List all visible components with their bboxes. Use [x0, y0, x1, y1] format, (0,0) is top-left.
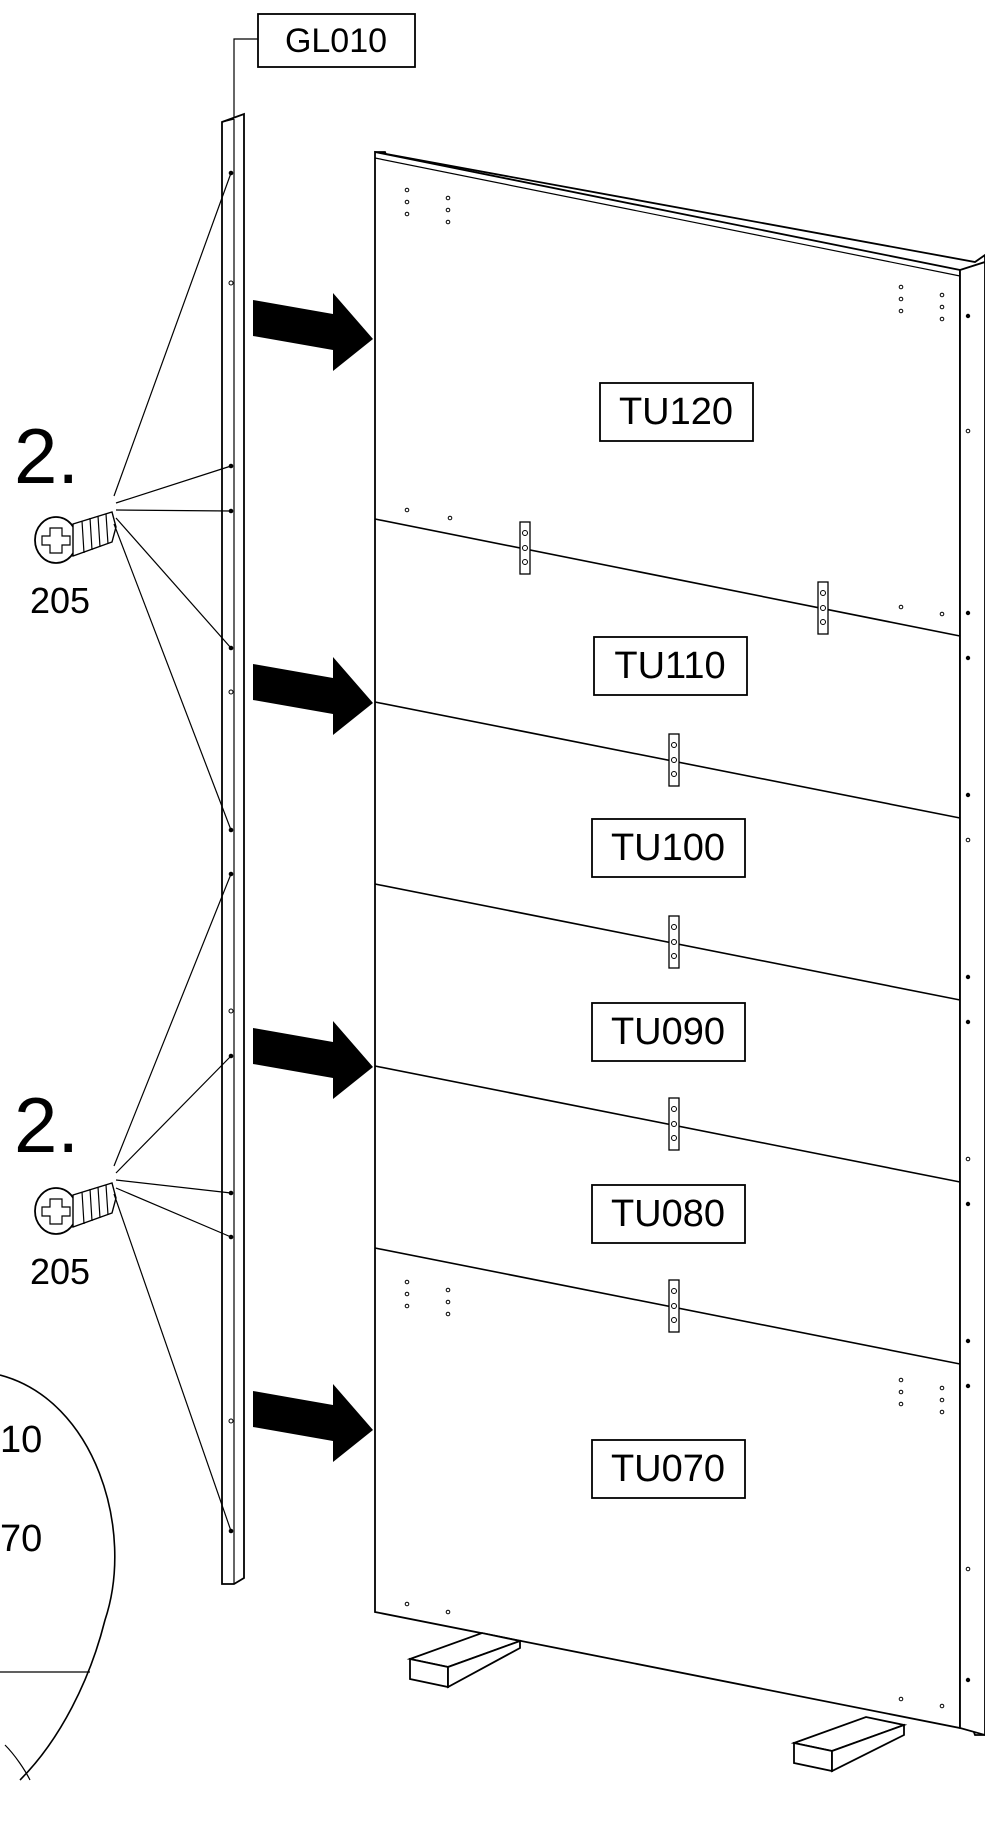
panel-label-text: TU120 [619, 391, 733, 433]
insert-arrows [253, 293, 373, 1462]
panel-label-text: TU080 [611, 1193, 725, 1235]
screw-step-1: 2. 205 [14, 172, 232, 831]
support-block-left [406, 1632, 524, 1689]
rail-gl010: GL010 [221, 13, 416, 1585]
panel-label-text: TU100 [611, 827, 725, 869]
panel-label-tu120: TU120 [599, 382, 754, 442]
panel-seams [374, 518, 961, 1365]
panel-holes [404, 187, 971, 1709]
step-1-leaders [113, 172, 232, 831]
detail-label-2: 70 [0, 1518, 42, 1560]
panel-label-text: TU110 [614, 645, 725, 687]
support-block-right [790, 1716, 908, 1773]
step-1-part: 205 [30, 580, 90, 621]
panel-label-tu090: TU090 [591, 1002, 746, 1062]
screw-icon [34, 511, 117, 564]
panel-assembly: TU120 TU110 TU100 TU090 TU080 TU070 [374, 150, 985, 1736]
step-2-count: 2. [14, 1081, 79, 1169]
panel-label-text: TU070 [611, 1448, 725, 1490]
panel-label-tu100: TU100 [591, 818, 746, 878]
rail-holes [228, 170, 234, 1534]
step-1-count: 2. [14, 412, 79, 500]
step-2-part: 205 [30, 1251, 90, 1292]
panel-label-text: TU090 [611, 1011, 725, 1053]
detail-callout: 10 70 [0, 1374, 116, 1781]
screw-icon [34, 1182, 117, 1235]
panel-label-tu110: TU110 [593, 636, 748, 696]
screw-step-2: 2. 205 [14, 873, 232, 1532]
connector-plates [519, 521, 829, 1333]
insert-arrow-icon [253, 293, 373, 371]
panel-label-tu080: TU080 [591, 1184, 746, 1244]
insert-arrow-icon [253, 657, 373, 735]
rail-label-box [257, 13, 416, 68]
rail-label: GL010 [285, 22, 387, 60]
detail-label-1: 10 [0, 1419, 42, 1461]
panel-label-tu070: TU070 [591, 1439, 746, 1499]
insert-arrow-icon [253, 1384, 373, 1462]
insert-arrow-icon [253, 1021, 373, 1099]
support-blocks [406, 1632, 908, 1773]
step-2-leaders [113, 873, 232, 1532]
